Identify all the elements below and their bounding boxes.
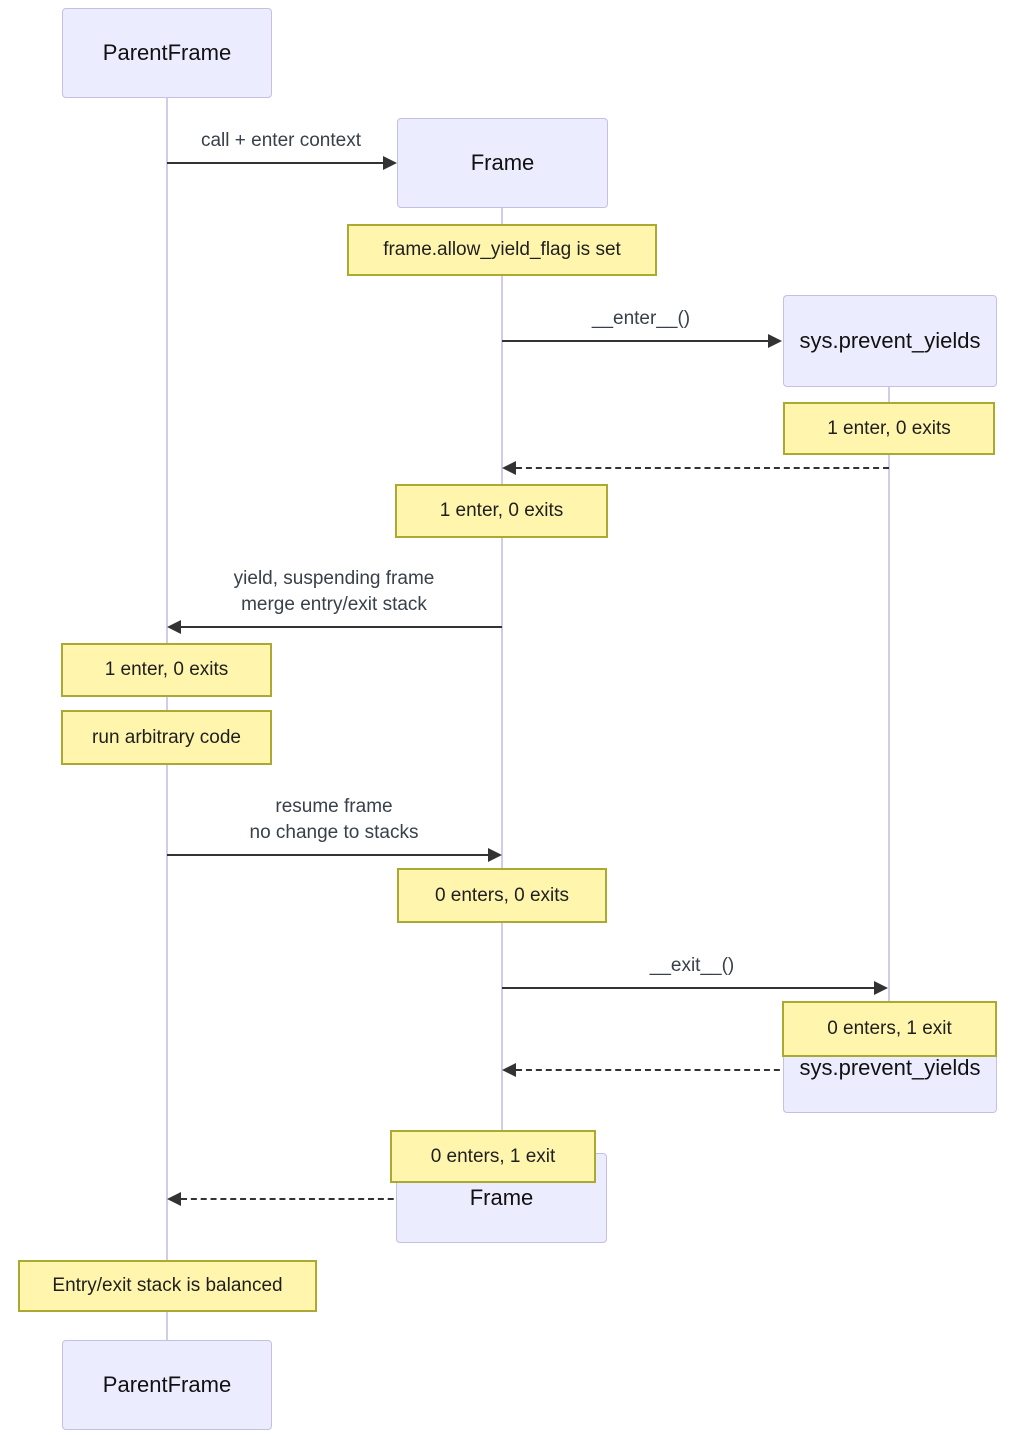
message-arrow-return-frame bbox=[181, 1198, 502, 1200]
message-arrow-resume bbox=[167, 854, 488, 856]
message-label-resume-line1: resume frame bbox=[275, 796, 393, 817]
message-arrow-enter bbox=[502, 340, 769, 342]
note-frame-1-enter-0-exits: 1 enter, 0 exits bbox=[395, 484, 608, 538]
message-label-yield: yield, suspending frame merge entry/exit… bbox=[234, 566, 435, 618]
note-frame-0-enters-0-exits: 0 enters, 0 exits bbox=[397, 868, 607, 923]
message-label-resume-line2: no change to stacks bbox=[249, 822, 419, 843]
note-run-arbitrary-code: run arbitrary code bbox=[61, 710, 272, 765]
note-sys-0-enters-1-exit: 0 enters, 1 exit bbox=[782, 1001, 997, 1057]
note-stack-balanced: Entry/exit stack is balanced bbox=[18, 1260, 317, 1312]
message-label-enter: __enter__() bbox=[591, 308, 691, 329]
actor-sys-prevent-yields-top: sys.prevent_yields bbox=[783, 295, 997, 387]
message-arrow-return-exit bbox=[516, 1069, 889, 1071]
note-allow-yield-flag: frame.allow_yield_flag is set bbox=[347, 224, 657, 276]
arrowhead-right-icon bbox=[383, 156, 397, 170]
lifeline-sys-prevent-yields bbox=[888, 387, 890, 1022]
actor-frame-top: Frame bbox=[397, 118, 608, 208]
actor-parentframe-end: ParentFrame bbox=[62, 1340, 272, 1430]
note-sys-1-enter-0-exits: 1 enter, 0 exits bbox=[783, 402, 995, 455]
message-label-yield-line1: yield, suspending frame bbox=[233, 568, 435, 589]
message-label-call-enter-context: call + enter context bbox=[200, 130, 362, 151]
arrowhead-right-icon bbox=[874, 981, 888, 995]
note-parent-1-enter-0-exits: 1 enter, 0 exits bbox=[61, 643, 272, 697]
actor-parentframe-top: ParentFrame bbox=[62, 8, 272, 98]
message-label-exit: __exit__() bbox=[649, 955, 735, 976]
arrowhead-left-icon bbox=[502, 461, 516, 475]
message-arrow-yield bbox=[181, 626, 502, 628]
arrowhead-left-icon bbox=[167, 1192, 181, 1206]
arrowhead-left-icon bbox=[502, 1063, 516, 1077]
arrowhead-right-icon bbox=[488, 848, 502, 862]
arrowhead-right-icon bbox=[768, 334, 782, 348]
message-label-resume: resume frame no change to stacks bbox=[250, 794, 419, 846]
message-arrow-exit bbox=[502, 987, 875, 989]
message-arrow-call bbox=[167, 162, 384, 164]
message-arrow-return-enter bbox=[516, 467, 889, 469]
arrowhead-left-icon bbox=[167, 620, 181, 634]
message-label-yield-line2: merge entry/exit stack bbox=[241, 594, 427, 615]
lifeline-frame bbox=[501, 208, 503, 1153]
note-frame-0-enters-1-exit: 0 enters, 1 exit bbox=[390, 1130, 596, 1183]
